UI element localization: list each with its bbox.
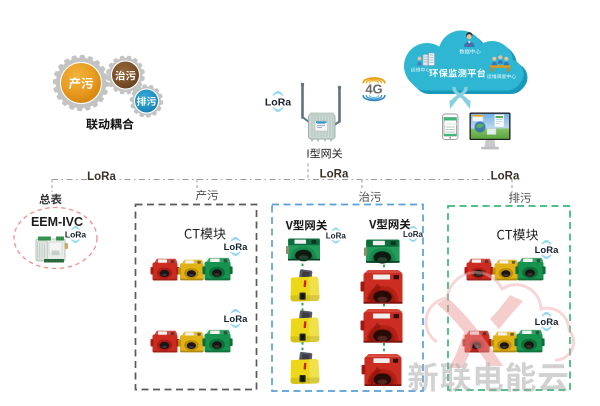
svg-text:EEM-IVC: EEM-IVC bbox=[31, 215, 83, 229]
svg-text:LoRa: LoRa bbox=[320, 169, 349, 181]
svg-text:LoRa: LoRa bbox=[403, 230, 424, 239]
svg-text:LoRa: LoRa bbox=[535, 317, 559, 328]
svg-text:LoRa: LoRa bbox=[87, 171, 116, 183]
svg-text:LoRa: LoRa bbox=[491, 171, 520, 183]
svg-text:4G: 4G bbox=[365, 82, 382, 97]
svg-text:LoRa: LoRa bbox=[65, 230, 87, 240]
svg-text:LoRa: LoRa bbox=[265, 96, 291, 108]
svg-text:LoRa: LoRa bbox=[224, 242, 248, 253]
svg-text:LoRa: LoRa bbox=[224, 314, 248, 325]
svg-text:LoRa: LoRa bbox=[326, 231, 347, 240]
svg-text:LoRa: LoRa bbox=[535, 245, 559, 256]
